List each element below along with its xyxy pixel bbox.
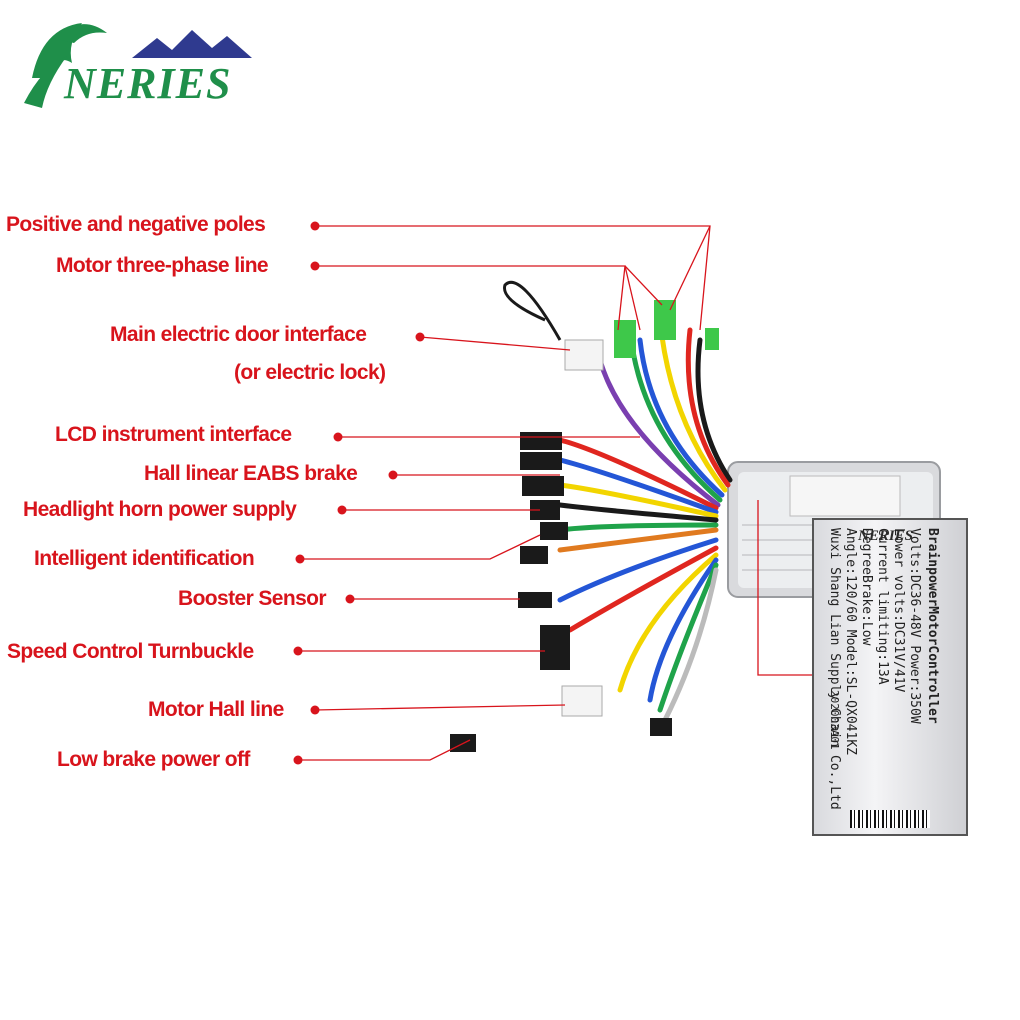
controller-label-title: BrainpowerMotorController [925, 528, 940, 724]
brand-name: NERIES [64, 59, 232, 108]
wire-bundle [557, 317, 733, 723]
label-speed-control-turnbuckle: Speed Control Turnbuckle [7, 640, 254, 663]
controller-spec-line: Volts:DC36-48V Power:350W [907, 528, 922, 724]
label-booster-sensor: Booster Sensor [178, 587, 327, 610]
controller-spec-line: DegreeBrake:Low [859, 528, 874, 646]
label-motor-three-phase-line: Motor three-phase line [56, 254, 269, 277]
controller-label-zoom: BrainpowerMotorController Volts:DC36-48V… [812, 518, 968, 836]
label-motor-hall-line: Motor Hall line [148, 698, 284, 721]
label-hall-linear-eabs-brake: Hall linear EABS brake [144, 462, 358, 485]
label-positive-negative-poles: Positive and negative poles [6, 213, 266, 236]
label-low-brake-power-off: Low brake power off [57, 748, 250, 771]
label-headlight-horn-power-supply: Headlight horn power supply [23, 498, 297, 521]
barcode-icon [850, 810, 930, 828]
controller-spec-line: Current limiting:13A [875, 528, 890, 685]
label-main-electric-door-interface: Main electric door interface [110, 323, 367, 346]
controller-spec-line: Lower volts:DC31V/41V [891, 528, 906, 693]
leader-lines [298, 225, 812, 761]
controller-label-logo: NERIES [858, 528, 914, 544]
label-electric-lock-note: (or electric lock) [234, 361, 386, 384]
marker-dots [293, 221, 425, 765]
controller-label-text: BrainpowerMotorController Volts:DC36-48V… [814, 520, 966, 820]
label-intelligent-identification: Intelligent identification [34, 547, 255, 570]
controller-spec-line: Wuxi Shang Lian Supply Chain Co.,Ltd [827, 528, 842, 810]
controller-spec-line: Angle:120/60 Model:SL-QX041KZ [843, 528, 858, 755]
brand-logo: NERIES [12, 8, 272, 118]
mountain-logo-icon [24, 23, 252, 108]
label-lcd-instrument-interface: LCD instrument interface [55, 423, 292, 446]
controller-serial: 202003A01 [828, 690, 841, 750]
